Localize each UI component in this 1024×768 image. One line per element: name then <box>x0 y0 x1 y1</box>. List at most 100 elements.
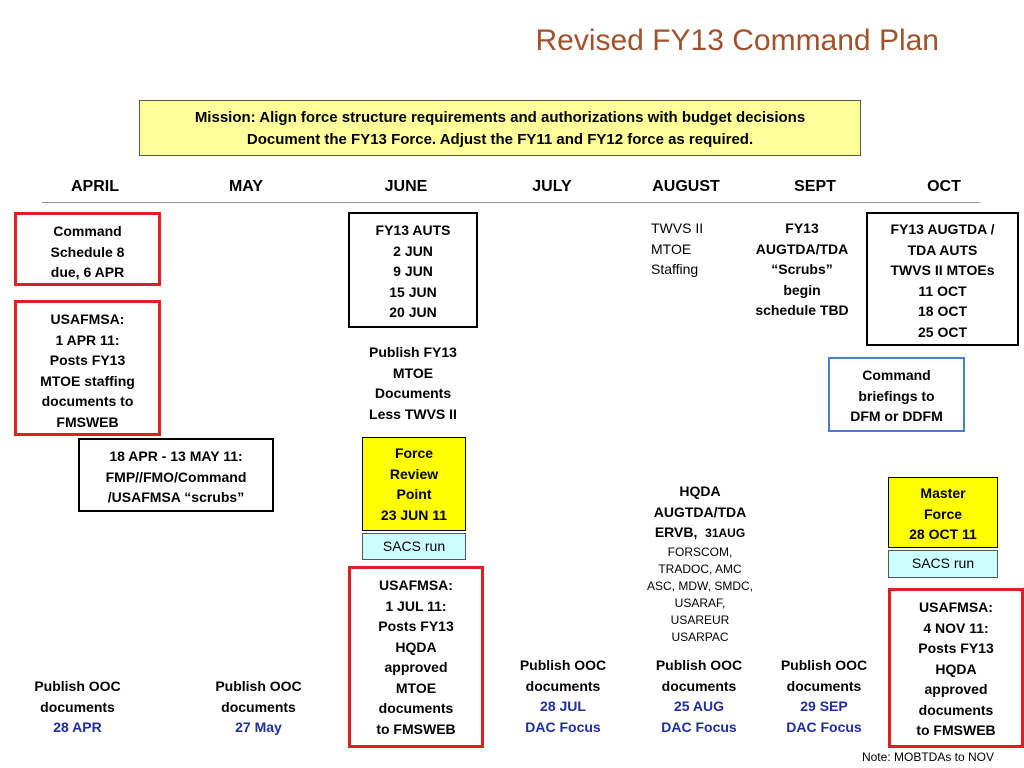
fy13-auts-line: FY13 AUTS <box>375 222 451 238</box>
scrubs-line: FMP//FMO/Command <box>105 468 247 485</box>
command-list-item: USARAF, <box>674 595 726 610</box>
usafmsa-april-line: documents to <box>41 393 134 409</box>
sept-publish-line: documents <box>786 677 862 694</box>
month-june: JUNE <box>384 178 428 195</box>
hqda-line: AUGTDA/TDA <box>653 503 747 520</box>
may-publish: Publish OOC documents 27 May <box>191 676 326 738</box>
august-publish-line: documents <box>661 677 737 694</box>
may-publish-line: documents <box>221 698 296 715</box>
usafmsa-july-line: Posts FY13 <box>378 618 454 634</box>
usafmsa-april-line: MTOE staffing <box>40 372 135 389</box>
augtda-scrubs-line: “Scrubs” <box>771 261 833 277</box>
sept-publish: Publish OOC documents 29 SEP DAC Focus <box>758 655 890 737</box>
fy13-augtda-line: TDA AUTS <box>907 241 978 258</box>
usafmsa-nov-box: USAFMSA: 4 NOV 11: Posts FY13 HQDA appro… <box>888 588 1024 748</box>
sept-publish-line: Publish OOC <box>780 657 868 673</box>
fy13-auts-line: 20 JUN <box>389 304 437 320</box>
scrubs-line: 18 APR - 13 MAY 11: <box>109 448 243 464</box>
may-publish-line: Publish OOC <box>215 678 302 694</box>
may-publish-date: 27 May <box>235 719 282 735</box>
usafmsa-july-line: MTOE <box>395 679 437 696</box>
august-dac-focus: DAC Focus <box>661 718 737 735</box>
augtda-scrubs-text: FY13 AUGTDA/TDA “Scrubs” begin schedule … <box>740 218 864 321</box>
april-publish-line: Publish OOC <box>34 678 121 694</box>
usafmsa-april-line: USAFMSA: <box>50 311 125 327</box>
publish-mtoe-line: MTOE <box>392 364 434 381</box>
fy13-augtda-line: TWVS II MTOEs <box>890 262 995 278</box>
augtda-scrubs-line: AUGTDA/TDA <box>755 240 849 257</box>
command-list-item: USAREUR <box>670 612 730 627</box>
publish-mtoe-line: Less TWVS II <box>369 405 457 422</box>
hqda-ervb-date: 31AUG <box>705 526 746 540</box>
usafmsa-july-line: to FMSWEB <box>376 720 456 737</box>
usafmsa-july-line: HQDA <box>395 638 437 655</box>
master-force-line: Force <box>923 505 963 522</box>
force-review-point-box: Force Review Point 23 JUN 11 <box>362 437 466 531</box>
fy13-auts-line: 9 JUN <box>393 263 433 279</box>
master-force-line: Master <box>920 485 966 501</box>
sacs-run-june: SACS run <box>362 533 466 560</box>
fy13-auts-line: 15 JUN <box>389 283 437 300</box>
command-list-item: ASC, MDW, SMDC, <box>646 578 753 593</box>
july-publish: Publish OOC documents 28 JUL DAC Focus <box>497 655 629 737</box>
usafmsa-april-line: 1 APR 11: <box>55 331 120 348</box>
mission-line-2: Document the FY13 Force. Adjust the FY11… <box>246 131 754 148</box>
fy13-augtda-box: FY13 AUGTDA / TDA AUTS TWVS II MTOEs 11 … <box>866 212 1019 346</box>
mission-box: Mission: Align force structure requireme… <box>139 100 861 156</box>
sacs-run-oct: SACS run <box>888 550 998 578</box>
command-briefings-box: Command briefings to DFM or DDFM <box>828 357 965 432</box>
hqda-ervb-label: ERVB, <box>654 524 698 540</box>
hqda-ervb-text: HQDA AUGTDA/TDA ERVB, 31AUG FORSCOM, TRA… <box>627 481 773 646</box>
command-schedule-line: due, 6 APR <box>50 264 125 280</box>
usafmsa-july-box: USAFMSA: 1 JUL 11: Posts FY13 HQDA appro… <box>348 566 484 748</box>
page-title: Revised FY13 Command Plan <box>535 24 939 57</box>
month-oct: OCT <box>927 178 961 195</box>
usafmsa-july-line: USAFMSA: <box>379 577 453 593</box>
usafmsa-july-line: documents <box>378 700 454 716</box>
august-publish-line: Publish OOC <box>655 657 743 673</box>
july-publish-date: 28 JUL <box>540 698 586 714</box>
july-publish-line: Publish OOC <box>519 657 607 673</box>
force-review-line: Point <box>396 486 432 502</box>
command-schedule-line: Schedule 8 <box>50 243 125 260</box>
hqda-ervb-line: ERVB, 31AUG <box>627 522 773 544</box>
fy13-augtda-line: 11 OCT <box>918 282 967 299</box>
command-list-item: USARPAC <box>671 629 729 644</box>
fy13-augtda-line: 18 OCT <box>917 303 967 319</box>
usafmsa-nov-line: HQDA <box>935 660 977 677</box>
force-review-line: Review <box>389 465 439 482</box>
twvs-line: MTOE <box>651 240 692 257</box>
april-publish-line: documents <box>40 698 115 715</box>
usafmsa-nov-line: documents <box>918 701 994 718</box>
month-april: APRIL <box>71 178 119 195</box>
command-briefings-line: DFM or DDFM <box>850 408 943 424</box>
fy13-auts-line: 2 JUN <box>393 242 433 259</box>
month-sept: SEPT <box>794 178 836 195</box>
august-publish-date: 25 AUG <box>673 698 725 714</box>
twvs-line: Staffing <box>651 261 699 277</box>
fy13-augtda-line: 25 OCT <box>917 323 967 340</box>
augtda-scrubs-line: begin <box>783 281 821 298</box>
master-force-line: 28 OCT 11 <box>909 526 977 542</box>
usafmsa-july-line: 1 JUL 11: <box>385 597 447 614</box>
usafmsa-nov-line: Posts FY13 <box>918 640 994 656</box>
usafmsa-april-line: FMSWEB <box>56 413 119 430</box>
month-july: JULY <box>532 178 572 195</box>
footnote: Note: MOBTDAs to NOV <box>861 750 994 764</box>
force-review-line: 23 JUN 11 <box>380 506 448 523</box>
command-list-item: FORSCOM, <box>667 544 733 559</box>
augtda-scrubs-line: FY13 <box>785 220 819 236</box>
usafmsa-nov-line: to FMSWEB <box>916 722 996 738</box>
command-briefings-line: briefings to <box>858 387 935 404</box>
usafmsa-april-box: USAFMSA: 1 APR 11: Posts FY13 MTOE staff… <box>14 300 161 436</box>
august-publish: Publish OOC documents 25 AUG DAC Focus <box>633 655 765 737</box>
scrubs-box: 18 APR - 13 MAY 11: FMP//FMO/Command /US… <box>78 438 274 512</box>
command-schedule-box: Command Schedule 8 due, 6 APR <box>14 212 161 286</box>
scrubs-line: /USAFMSA “scrubs” <box>107 489 245 505</box>
publish-mtoe-line: Publish FY13 <box>369 344 457 360</box>
hqda-line: HQDA <box>679 483 721 499</box>
usafmsa-nov-line: USAFMSA: <box>919 599 993 615</box>
header-divider <box>42 202 980 203</box>
twvs-staffing-text: TWVS II MTOE Staffing <box>651 218 741 280</box>
fy13-auts-box: FY13 AUTS 2 JUN 9 JUN 15 JUN 20 JUN <box>348 212 478 328</box>
